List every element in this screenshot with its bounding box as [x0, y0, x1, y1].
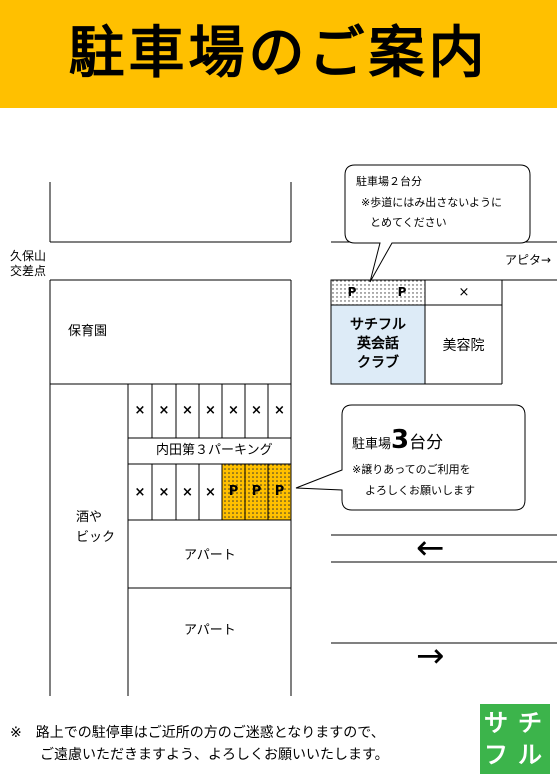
no-parking-mark: × — [458, 285, 470, 300]
logo-char: サ — [484, 709, 508, 737]
no-parking-mark: × — [228, 403, 239, 418]
footer-line: ご遠慮いただきますよう、よろしくお願いいたします。 — [40, 747, 389, 763]
speech-bubble-top — [344, 164, 531, 283]
logo-char: ル — [518, 741, 542, 769]
bubble-top-title: 駐車場２台分 — [356, 175, 422, 188]
school-building — [330, 304, 426, 385]
bubble-right-count: 3 — [391, 425, 410, 455]
bubble-top-note: ※歩道にはみ出さないように — [361, 196, 502, 209]
apartment-label: アパート — [184, 623, 236, 638]
page-title: 駐車場のご案内 — [68, 21, 489, 86]
footer-line: ※ 路上での駐停車はご近所の方のご迷惑となりますので、 — [10, 725, 385, 741]
parking-space-p: P — [274, 484, 285, 499]
liquor-store-label: ビック — [76, 530, 116, 545]
arrow-left-icon: ← — [416, 528, 445, 568]
parking-space-p: P — [397, 285, 407, 299]
parking-lot-name: 内田第３パーキング — [156, 443, 273, 458]
beauty-salon-label: 美容院 — [442, 338, 485, 354]
footer-note: ※ 路上での駐停車はご近所の方のご迷惑となりますので、 ご遠慮いただきますよう、… — [10, 722, 389, 766]
no-parking-mark: × — [182, 485, 193, 500]
parking-space-p: P — [251, 484, 262, 499]
bubble-right-prefix: 駐車場 — [352, 437, 392, 452]
apartment-label: アパート — [184, 548, 236, 563]
school-name-line: 英会話 — [357, 336, 399, 352]
no-parking-mark: × — [251, 403, 262, 418]
parking-space-p: P — [228, 484, 239, 499]
intersection-label: 交差点 — [10, 264, 47, 278]
logo-char: チ — [518, 709, 542, 737]
parking-map — [49, 164, 557, 696]
no-parking-mark: × — [274, 403, 285, 418]
no-parking-mark: × — [134, 403, 146, 418]
speech-bubble-right — [295, 404, 526, 511]
no-parking-mark: × — [134, 485, 146, 500]
no-parking-mark: × — [205, 485, 216, 500]
logo-char: フ — [484, 741, 508, 769]
bubble-right-note: ※譲りあってのご利用を — [352, 463, 471, 476]
bubble-top-note: とめてください — [370, 216, 447, 229]
arrow-right-icon: → — [416, 636, 445, 676]
no-parking-mark: × — [158, 485, 170, 500]
header-banner — [0, 0, 557, 108]
bubble-right-suffix: 台分 — [409, 433, 444, 453]
sachifuru-logo: サ チ フ ル — [480, 704, 550, 774]
apita-direction-label: アピタ→ — [505, 253, 552, 267]
school-name-line: サチフル — [350, 317, 406, 333]
nursery-label: 保育園 — [68, 324, 108, 339]
school-name-line: クラブ — [357, 355, 399, 371]
no-parking-mark: × — [182, 403, 193, 418]
intersection-label: 久保山 — [10, 249, 47, 263]
no-parking-mark: × — [205, 403, 216, 418]
parking-space-p: P — [347, 285, 357, 299]
liquor-store-label: 酒や — [76, 510, 103, 525]
bubble-right-title: 駐車場3台分 — [352, 424, 443, 461]
no-parking-mark: × — [158, 403, 170, 418]
school-parking — [330, 279, 426, 306]
bubble-right-note: よろしくお願いします — [365, 484, 475, 497]
